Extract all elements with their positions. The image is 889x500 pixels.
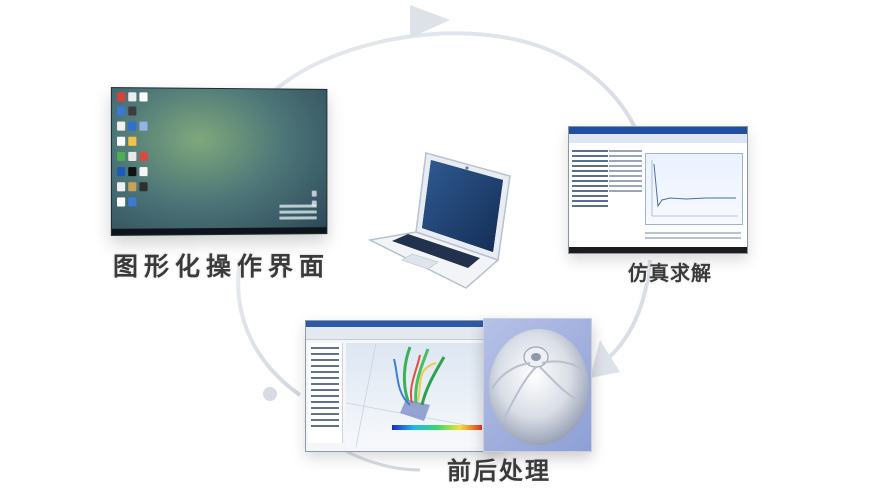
desktop-icon [312, 191, 317, 197]
desktop-icon [128, 92, 136, 101]
desktop-icon [139, 167, 147, 176]
desktop-icon [117, 122, 125, 131]
desktop-icon [139, 92, 147, 101]
desktop-clock-widget [279, 202, 316, 220]
desktop-icon [128, 152, 136, 161]
laptop-icon [368, 148, 513, 293]
window-toolbar [569, 134, 747, 143]
desktop-icon [128, 167, 136, 176]
impeller-render [483, 318, 592, 452]
colorbar [392, 425, 482, 430]
status-bar [569, 247, 747, 253]
desktop-icon [117, 106, 125, 115]
desktop-icon [117, 137, 125, 146]
desktop-icon [139, 152, 147, 161]
label-simulation: 仿真求解 [628, 257, 712, 286]
label-gui: 图形化操作界面 [113, 247, 330, 283]
desktop-icon [139, 122, 147, 131]
window-titlebar [569, 127, 747, 134]
desktop-icon [128, 106, 136, 115]
cycle-dot [263, 387, 277, 401]
window-toolbar [306, 327, 502, 340]
residual-plot [645, 153, 743, 225]
desktop-icon [117, 152, 125, 161]
desktop-icon [117, 167, 125, 176]
settings-panel [609, 147, 642, 222]
simulation-screenshot [568, 126, 748, 254]
model-tree [572, 147, 608, 242]
3d-viewport [346, 343, 498, 447]
model-tree [308, 343, 343, 443]
arrow-head-right [590, 340, 620, 378]
desktop-screenshot [111, 87, 328, 236]
console-output [645, 229, 741, 243]
label-pre-post-processing: 前后处理 [447, 451, 551, 486]
desktop-icon [128, 137, 136, 146]
desktop-icon [117, 92, 125, 101]
preprocessing-screenshot [305, 320, 503, 452]
desktop-icon [117, 182, 125, 191]
desktop-icon [128, 182, 136, 191]
desktop-icon [128, 197, 136, 206]
desktop-icon [117, 197, 125, 206]
desktop-icon [128, 122, 136, 131]
desktop-icon [139, 182, 147, 191]
taskbar [112, 227, 327, 235]
